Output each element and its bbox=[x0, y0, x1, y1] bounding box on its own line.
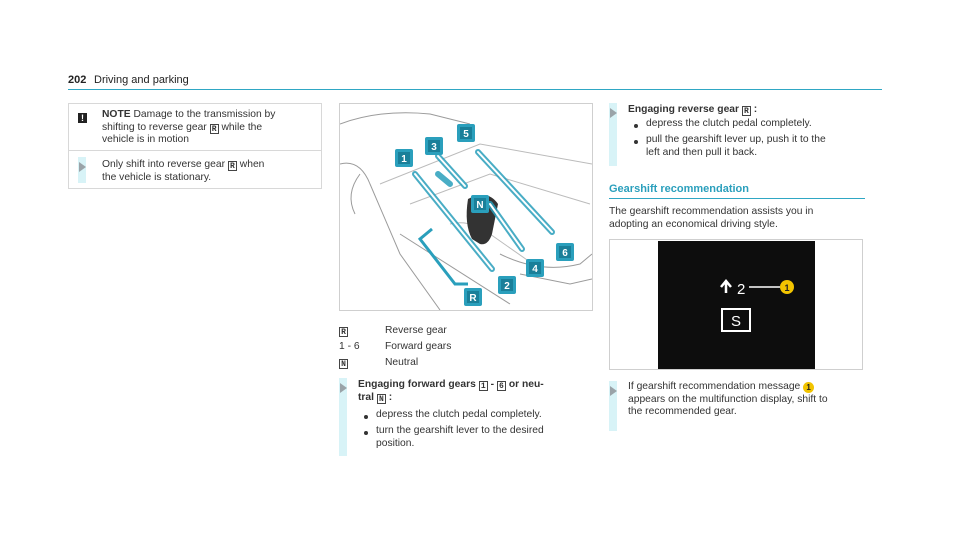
gear-6-badge: 6 bbox=[496, 381, 506, 391]
recommendation-intro-2: adopting an economical driving style. bbox=[609, 219, 778, 230]
forward-title-1: Engaging forward gears bbox=[358, 379, 476, 390]
legend-reverse: R bbox=[339, 325, 348, 338]
recommendation-step-3: the recommended gear. bbox=[628, 406, 737, 417]
step-arrow-icon bbox=[340, 383, 347, 393]
recommendation-heading: Gearshift recommendation bbox=[609, 183, 749, 195]
gearshift-figure: 1 3 5 N 6 4 2 R bbox=[339, 103, 593, 311]
page-number: 202 bbox=[68, 74, 87, 86]
gear-r-badge: R bbox=[227, 161, 237, 171]
forward-title: Engaging forward gears 1 - 6 or neu- tra… bbox=[358, 379, 590, 404]
figure-label-2: 2 bbox=[504, 281, 510, 292]
warning-icon: ! bbox=[78, 113, 87, 123]
gearshift-illustration: 1 3 5 N 6 4 2 R bbox=[340, 104, 592, 310]
step-bar bbox=[609, 103, 617, 166]
section-title: Driving and parking bbox=[94, 74, 189, 86]
note-title: NOTE bbox=[102, 109, 131, 120]
step-arrow-icon bbox=[79, 162, 86, 172]
colon: : bbox=[388, 391, 393, 403]
figure-label-n: N bbox=[476, 200, 483, 211]
bullet bbox=[364, 415, 368, 419]
step-bar bbox=[609, 381, 617, 431]
note-text-1: Damage to the transmission by bbox=[133, 109, 276, 120]
forward-bullet-2b: position. bbox=[376, 438, 415, 449]
reverse-title: Engaging reverse gear R : bbox=[628, 104, 757, 117]
display-content: 2 1 S bbox=[720, 279, 794, 332]
note-text: NOTE Damage to the transmission by shift… bbox=[102, 109, 317, 147]
legend-text: Reverse gear bbox=[385, 325, 447, 336]
colon: : bbox=[753, 104, 758, 115]
gear-n-badge: N bbox=[376, 393, 386, 404]
note-text-4: vehicle is in motion bbox=[102, 134, 189, 145]
step-bar bbox=[339, 378, 347, 456]
heading-rule bbox=[609, 198, 865, 199]
legend-neutral: N bbox=[339, 357, 348, 370]
legend-key: N bbox=[339, 359, 348, 369]
bullet bbox=[634, 124, 638, 128]
gear-r-badge: R bbox=[741, 106, 751, 116]
recommendation-step-2: appears on the multifunction display, sh… bbox=[628, 393, 828, 405]
note-header bbox=[69, 104, 321, 151]
figure-label-r: R bbox=[469, 293, 477, 304]
step-arrow-icon bbox=[610, 108, 617, 118]
bullet bbox=[634, 140, 638, 144]
callout-badge bbox=[780, 280, 794, 294]
callout-badge: 1 bbox=[803, 382, 815, 393]
gear-r-badge: R bbox=[209, 123, 219, 134]
gear-1-badge: 1 bbox=[478, 381, 488, 391]
figure-label-3: 3 bbox=[431, 142, 437, 153]
dash: - bbox=[490, 379, 495, 390]
note-step-3: the vehicle is stationary. bbox=[102, 171, 212, 183]
reverse-bullet-2: pull the gearshift lever up, push it to … bbox=[646, 134, 826, 145]
forward-bullet-2: turn the gearshift lever to the desired bbox=[376, 425, 544, 436]
legend-key: R bbox=[339, 327, 348, 337]
note-step-1: Only shift into reverse gear bbox=[102, 159, 226, 170]
reverse-bullet-1: depress the clutch pedal completely. bbox=[646, 118, 812, 129]
display-mode: S bbox=[731, 313, 741, 330]
bullet bbox=[364, 431, 368, 435]
multifunction-display: 2 1 S bbox=[658, 241, 815, 369]
forward-title-2: or neu- bbox=[508, 379, 544, 390]
display-gear: 2 bbox=[737, 281, 745, 298]
callout-number: 1 bbox=[784, 283, 789, 293]
note-box: ! NOTE Damage to the transmission by shi… bbox=[68, 103, 322, 189]
figure-label-1: 1 bbox=[401, 154, 407, 165]
forward-bullet-1: depress the clutch pedal completely. bbox=[376, 409, 542, 420]
legend-text: Neutral bbox=[385, 357, 419, 368]
legend-text: Forward gears bbox=[385, 341, 452, 352]
figure-label-4: 4 bbox=[532, 264, 538, 275]
step-arrow-icon bbox=[610, 386, 617, 396]
recommendation-intro-1: The gearshift recommendation assists you… bbox=[609, 206, 814, 217]
display-figure: 2 1 S bbox=[609, 239, 863, 370]
note-text-3: while the bbox=[221, 121, 263, 133]
reverse-title-text: Engaging reverse gear bbox=[628, 104, 740, 115]
figure-label-6: 6 bbox=[562, 248, 568, 259]
header-rule bbox=[68, 89, 882, 90]
note-step: Only shift into reverse gear R when the … bbox=[102, 159, 317, 184]
note-step-2: when bbox=[239, 159, 265, 170]
forward-title-3: tral bbox=[358, 391, 375, 403]
note-text-2: shifting to reverse gear bbox=[102, 121, 207, 133]
reverse-bullet-2b: left and then pull it back. bbox=[646, 147, 758, 158]
recommendation-step: If gearshift recommendation message 1 ap… bbox=[628, 381, 873, 419]
recommendation-step-1: If gearshift recommendation message bbox=[628, 381, 801, 392]
figure-label-5: 5 bbox=[463, 129, 469, 140]
legend-forward-key: 1 - 6 bbox=[339, 341, 360, 352]
